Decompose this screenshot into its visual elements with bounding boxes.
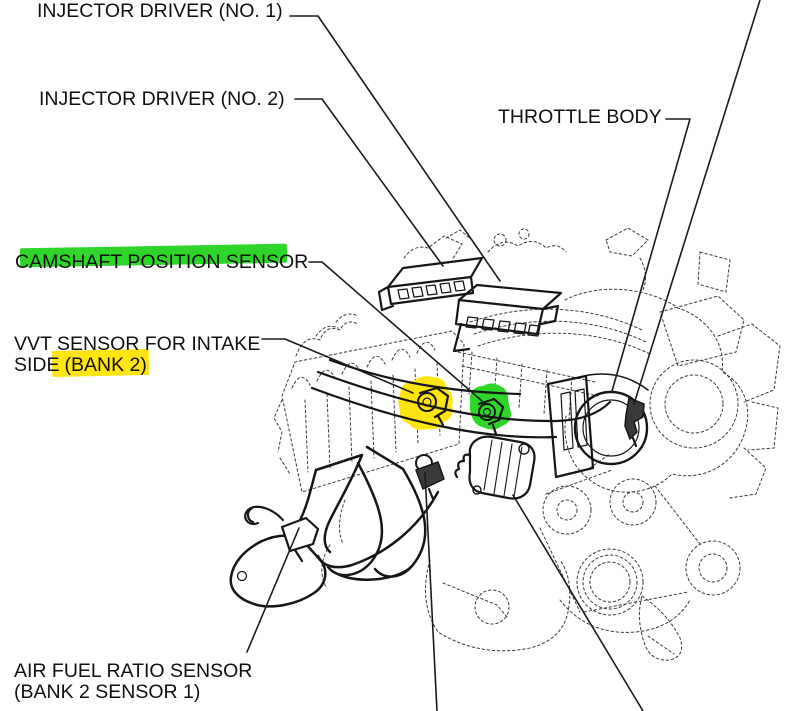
leader-offscreen-bottom-right: [513, 495, 643, 711]
injector-driver-2-box: [454, 285, 561, 351]
label-injector-driver-1: INJECTOR DRIVER (NO. 1): [37, 1, 283, 22]
label-air-fuel-ratio-sensor: AIR FUEL RATIO SENSOR (BANK 2 SENSOR 1): [14, 661, 252, 703]
label-injector-driver-2: INJECTOR DRIVER (NO. 2): [39, 89, 285, 110]
leader-offscreen-top-right: [634, 0, 760, 404]
leader-vvt-sensor: [262, 339, 413, 393]
injector-driver-1-box: [379, 258, 482, 310]
label-throttle-body: THROTTLE BODY: [498, 107, 662, 128]
right-bank-outline: [565, 289, 748, 492]
throttle-body: [548, 374, 648, 477]
right-edge-brackets: [718, 324, 780, 498]
top-right-brackets: [606, 228, 744, 366]
oil-pan-outline: [426, 560, 570, 651]
vacuum-hoses: [404, 230, 566, 260]
engine-bold-lines: [231, 258, 648, 606]
vvt-sensor-text-line1: VVT SENSOR FOR INTAKE: [14, 333, 261, 355]
leader-injector-driver-1: [290, 16, 500, 281]
label-camshaft-position-sensor: CAMSHAFT POSITION SENSOR: [15, 252, 308, 273]
tensioner-blob: [639, 596, 681, 660]
camshaft-position-sensor: [479, 399, 503, 434]
engine-left-edge: [274, 400, 290, 474]
coil-actuator: [455, 437, 534, 499]
leader-injector-driver-2: [295, 99, 443, 266]
injector-driver-2-text: INJECTOR DRIVER (NO. 2): [39, 88, 285, 110]
air-fuel-ratio-sensor: [245, 507, 318, 561]
leader-camshaft-position-sensor: [309, 262, 482, 401]
head-deck-ticks: [469, 352, 572, 419]
leader-throttle-body: [612, 119, 690, 391]
pulleys: [540, 454, 740, 660]
leader-offscreen-bottom-left: [425, 473, 437, 711]
throttle-body-text: THROTTLE BODY: [498, 106, 662, 128]
afr-sensor-text-line1: AIR FUEL RATIO SENSOR: [14, 660, 253, 682]
vvt-bank2-text: (BANK 2): [64, 354, 147, 376]
vvt-side-text: SIDE: [14, 354, 60, 376]
upper-runners: [470, 309, 650, 354]
leader-air-fuel-ratio-sensor: [247, 528, 299, 652]
alternator-circle-outer: [650, 360, 738, 448]
leader-lines: [247, 0, 760, 711]
alternator-circle-inner: [665, 375, 723, 433]
valve-cover-ribs: [305, 363, 440, 472]
belt-runs: [540, 454, 700, 612]
throttle-sensor: [625, 398, 644, 446]
lower-right-detail: [560, 600, 690, 654]
camshaft-position-sensor-text: CAMSHAFT POSITION SENSOR: [15, 251, 309, 273]
lower-left-detail: [322, 500, 345, 587]
oil-pan-circle: [475, 590, 509, 624]
engine-detail-lines: [274, 228, 780, 660]
sensor-wire-curl: [245, 507, 283, 524]
exhaust-manifold: [231, 447, 438, 606]
afr-sensor-text-line2: (BANK 2 SENSOR 1): [14, 681, 201, 703]
vvt-sensor: [418, 388, 448, 425]
hose-fitting-2: [519, 229, 529, 239]
label-vvt-sensor: VVT SENSOR FOR INTAKE SIDE(BANK 2): [14, 334, 260, 376]
exhaust-cam-sensor: [416, 455, 444, 499]
hose-fitting-1: [494, 234, 506, 246]
injector-driver-1-text: INJECTOR DRIVER (NO. 1): [37, 0, 283, 22]
cam-housing-squiggles: [296, 314, 358, 356]
valve-cover-outline: [282, 331, 464, 492]
vvt-sensor-text-line2: SIDE(BANK 2): [14, 354, 147, 376]
